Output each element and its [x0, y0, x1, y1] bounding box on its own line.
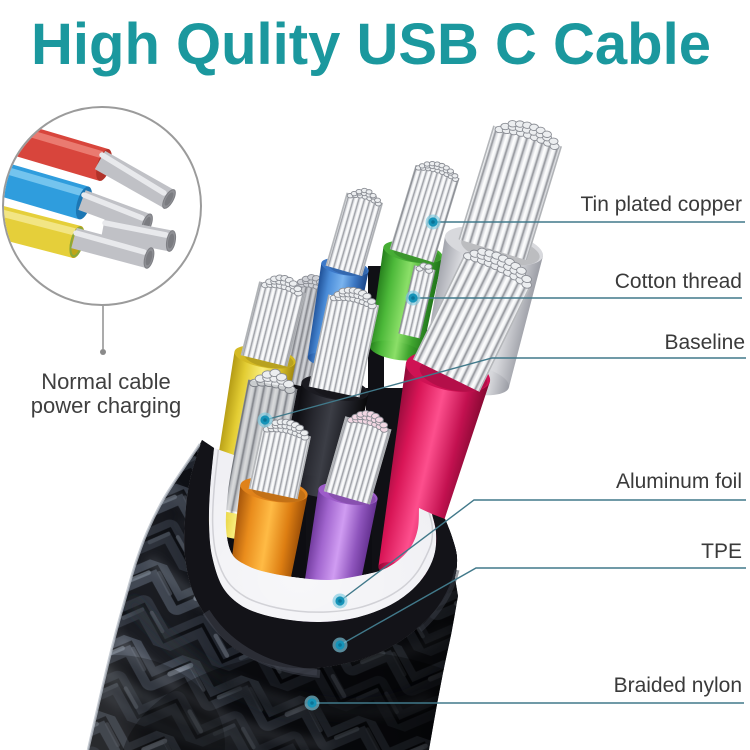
- svg-text:High Qulity USB C Cable: High Qulity USB C Cable: [31, 12, 711, 77]
- svg-text:Aluminum foil: Aluminum foil: [616, 470, 742, 493]
- svg-text:Baseline: Baseline: [664, 331, 745, 354]
- svg-text:power charging: power charging: [31, 393, 181, 418]
- svg-text:Cotton thread: Cotton thread: [615, 270, 742, 293]
- svg-text:Braided nylon: Braided nylon: [614, 674, 742, 697]
- svg-text:TPE: TPE: [701, 540, 742, 563]
- svg-text:Tin plated copper: Tin plated copper: [581, 193, 743, 216]
- svg-text:Normal cable: Normal cable: [41, 369, 171, 394]
